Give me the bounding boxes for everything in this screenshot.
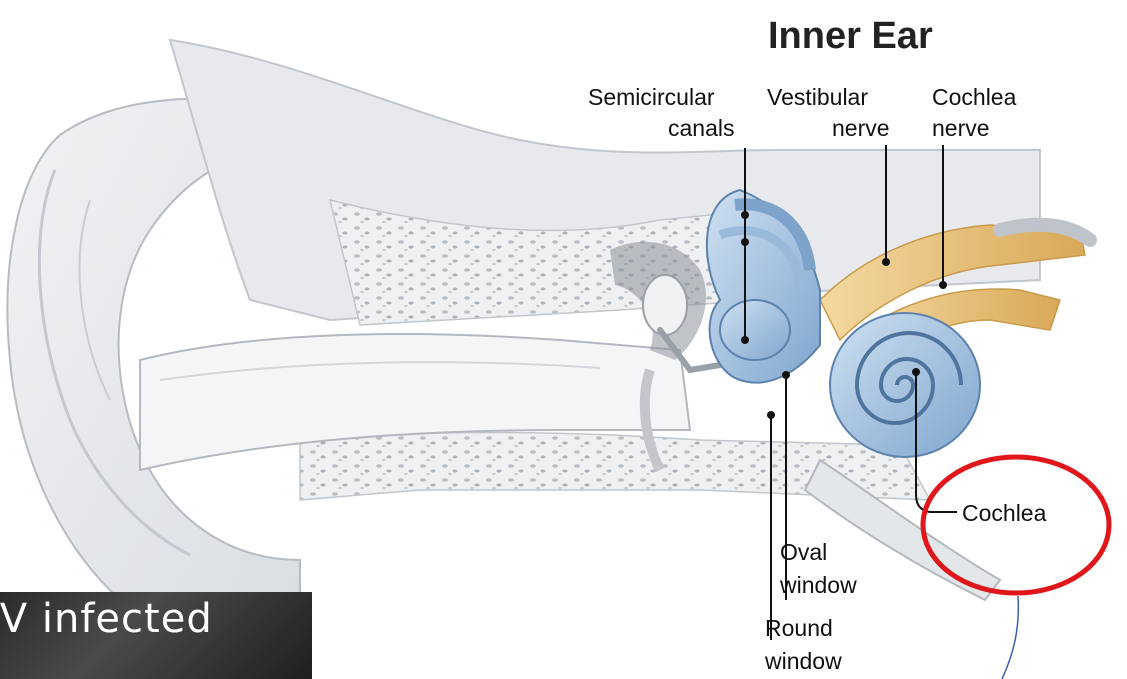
label-vestibular-nerve-line1: Vestibular — [767, 84, 868, 110]
pointer-line — [1002, 596, 1018, 679]
label-oval-window-line1: Oval — [780, 539, 827, 565]
label-semicircular-canals-line1: Semicircular — [588, 84, 715, 110]
label-round-window-line1: Round — [765, 615, 833, 641]
label-cochlea: Cochlea — [962, 500, 1047, 526]
label-vestibular-nerve-line2: nerve — [832, 115, 890, 141]
diagram-title: Inner Ear — [768, 15, 933, 57]
label-round-window-line2: window — [764, 648, 842, 674]
label-oval-window-line2: window — [779, 572, 857, 598]
label-cochlea-nerve-line2: nerve — [932, 115, 990, 141]
thumbnail-caption: IV infected — [0, 596, 213, 642]
video-thumbnail[interactable]: IV infected — [0, 592, 312, 679]
label-cochlea-nerve-line1: Cochlea — [932, 84, 1017, 110]
label-semicircular-canals-line2: canals — [668, 115, 734, 141]
cochlea-spiral — [830, 313, 980, 457]
